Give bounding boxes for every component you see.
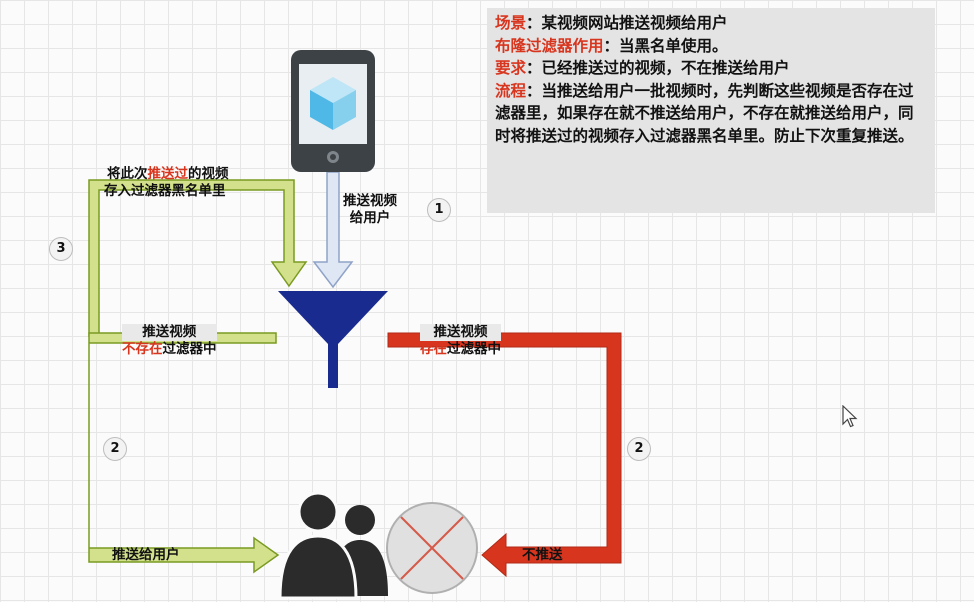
funnel-filter-icon <box>278 291 388 388</box>
push-video-label: 推送视频 给用户 <box>343 193 397 227</box>
push-video-line1: 推送视频 <box>343 193 397 209</box>
store-blacklist-label: 将此次推送过的视频 存入过滤器黑名单里 <box>104 166 229 200</box>
store-pre: 将此次 <box>107 166 148 182</box>
requirement-text: ：已经推送过的视频，不在推送给用户 <box>526 59 790 77</box>
store-post: 的视频 <box>188 166 229 182</box>
phone-icon <box>291 50 375 172</box>
store-line2: 存入过滤器黑名单里 <box>104 183 226 199</box>
role-text: ：当黑名单使用。 <box>603 36 728 55</box>
process-line: 流程：当推送给用户一批视频时，先判断这些视频是否存在过滤器里，如果存在就不推送给… <box>495 80 927 148</box>
role-line: 布隆过滤器作用：当黑名单使用。 <box>495 35 927 58</box>
push-video-arrow <box>312 171 354 289</box>
cursor-icon <box>842 405 858 428</box>
not-push-label: 不推送 <box>522 547 563 564</box>
users-icon <box>278 491 388 600</box>
store-red: 推送过 <box>147 166 189 182</box>
scenario-key: 场景 <box>495 14 527 32</box>
requirement-line: 要求：已经推送过的视频，不在推送给用户 <box>495 57 927 80</box>
role-key: 布隆过滤器作用 <box>495 36 604 55</box>
not-in-filter-label: 推送视频 不存在过滤器中 <box>122 324 217 358</box>
in-filter-post: 过滤器中 <box>447 341 501 357</box>
in-filter-label: 推送视频 存在过滤器中 <box>420 324 501 358</box>
blocked-x-icon <box>386 502 478 594</box>
scenario-text: ：某视频网站推送视频给用户 <box>526 14 728 32</box>
push-to-user-label: 推送给用户 <box>112 547 180 564</box>
push-to-user-arrow <box>88 332 280 574</box>
step-3-badge: 3 <box>49 237 73 261</box>
process-text: ：当推送给用户一批视频时，先判断这些视频是否存在过滤器里，如果存在就不推送给用户… <box>495 81 914 145</box>
not-push-text: 不推送 <box>522 547 563 563</box>
step-2-left-badge: 2 <box>103 437 127 461</box>
requirement-key: 要求 <box>495 59 527 77</box>
not-in-filter-line1: 推送视频 <box>122 324 217 341</box>
scenario-line: 场景：某视频网站推送视频给用户 <box>495 12 927 35</box>
not-push-arrow <box>387 332 622 578</box>
process-key: 流程 <box>495 81 527 100</box>
step-2-right-badge: 2 <box>627 437 651 461</box>
not-in-filter-red: 不存在 <box>122 341 163 357</box>
in-filter-red: 存在 <box>420 341 447 357</box>
scenario-info-box: 场景：某视频网站推送视频给用户 布隆过滤器作用：当黑名单使用。 要求：已经推送过… <box>487 8 935 213</box>
in-filter-line1: 推送视频 <box>420 324 501 341</box>
not-in-filter-post: 过滤器中 <box>162 341 217 357</box>
push-video-line2: 给用户 <box>349 210 391 226</box>
step-1-badge: 1 <box>427 198 451 222</box>
store-to-blacklist-arrow <box>88 179 308 337</box>
push-to-user-text: 推送给用户 <box>112 547 180 563</box>
